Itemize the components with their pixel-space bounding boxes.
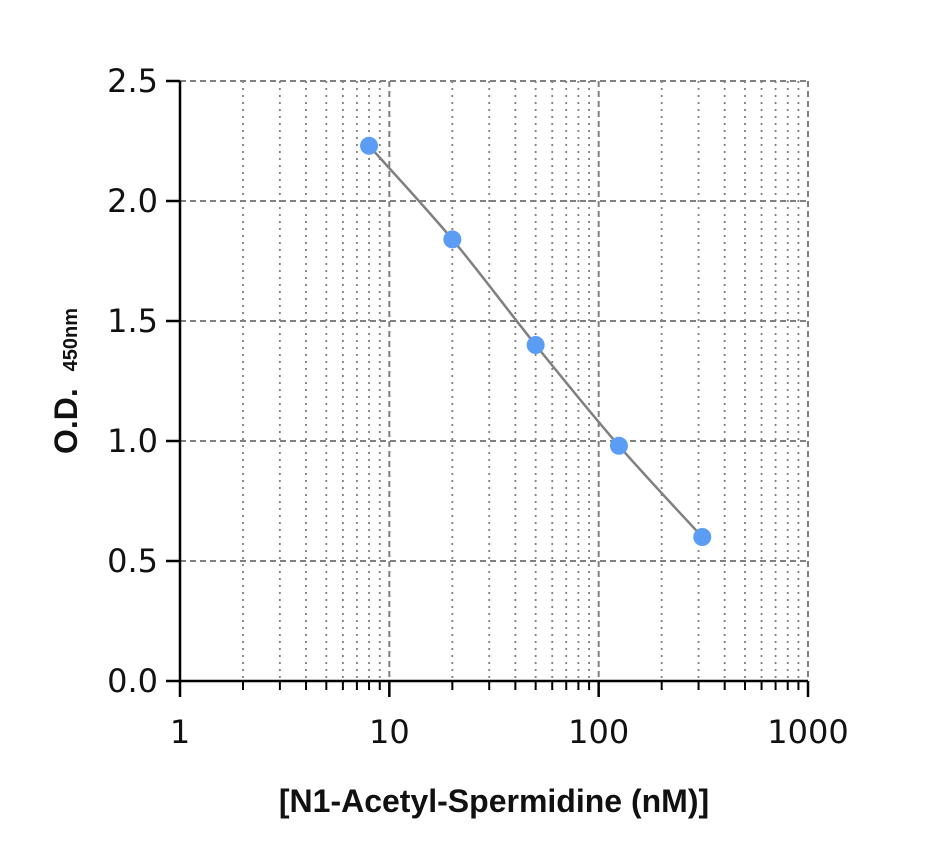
x-axis-title: [N1-Acetyl-Spermidine (nM)] <box>279 783 709 819</box>
data-point <box>609 436 628 455</box>
data-point <box>360 136 379 155</box>
data-point <box>526 336 545 354</box>
x-tick-label: 1 <box>170 713 190 751</box>
y-axis-title-subscript: 450nm <box>60 308 82 371</box>
data-point <box>443 230 462 249</box>
y-axis-title: O.D. 450nm <box>48 308 84 454</box>
y-tick-label: 1.0 <box>107 422 158 460</box>
y-tick-label: 0.0 <box>107 662 158 700</box>
data-point <box>693 528 712 546</box>
x-tick-label: 100 <box>568 713 629 751</box>
y-tick-label: 2.0 <box>107 182 158 220</box>
x-tick-label: 10 <box>369 713 410 751</box>
y-axis-title-main: O.D. <box>48 388 84 454</box>
tick-labels: 0.0 0.5 1.0 1.5 2.0 2.5 1 10 100 1000 <box>107 62 849 751</box>
grid-lines <box>180 80 809 681</box>
axes <box>166 79 810 697</box>
y-tick-label: 0.5 <box>107 542 158 580</box>
y-tick-label: 1.5 <box>107 302 158 340</box>
data-points <box>360 136 712 546</box>
x-tick-label: 1000 <box>767 713 848 751</box>
y-tick-label: 2.5 <box>107 62 158 100</box>
